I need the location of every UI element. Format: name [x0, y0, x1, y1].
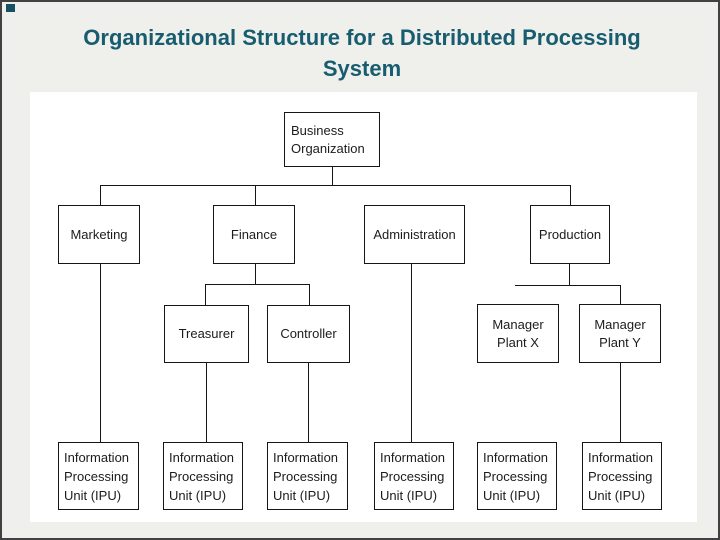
node-ipu-administration: Information Processing Unit (IPU) [374, 442, 454, 510]
connector-marketing-to-ipu [100, 264, 101, 442]
corner-accent-square [6, 4, 15, 12]
node-label: Information Processing Unit (IPU) [483, 449, 549, 503]
node-label: Information Processing Unit (IPU) [169, 449, 235, 503]
node-label: Information Processing Unit (IPU) [273, 449, 339, 503]
connector-finance-stub [255, 186, 256, 205]
node-label: Information Processing Unit (IPU) [588, 449, 654, 503]
connector-controller-stub [309, 285, 310, 305]
connector-finance-down [255, 264, 256, 284]
connector-manager-plant-y-stub [620, 286, 621, 304]
connector-level2-horizontal [100, 185, 571, 186]
connector-treasurer-to-ipu [206, 363, 207, 442]
connector-production-children-horizontal [515, 285, 621, 286]
node-label: Controller [280, 326, 337, 341]
connector-business-down [332, 167, 333, 185]
node-finance: Finance [213, 205, 295, 264]
connector-production-down [569, 264, 570, 285]
node-treasurer: Treasurer [164, 305, 249, 363]
connector-treasurer-stub [205, 285, 206, 305]
node-business-organization: Business Organization [284, 112, 380, 167]
slide-title: Organizational Structure for a Distribut… [83, 25, 641, 81]
node-label: Manager Plant X [492, 316, 544, 350]
node-administration: Administration [364, 205, 465, 264]
node-ipu-manager-plant-y: Information Processing Unit (IPU) [582, 442, 662, 510]
node-label: Treasurer [178, 326, 235, 341]
node-label: Administration [373, 226, 456, 242]
node-label: Production [538, 226, 602, 242]
node-ipu-treasurer: Information Processing Unit (IPU) [163, 442, 243, 510]
node-label: Manager Plant Y [594, 316, 646, 350]
connector-administration-to-ipu [411, 264, 412, 442]
node-manager-plant-y: Manager Plant Y [579, 304, 661, 363]
node-label: Finance [230, 226, 278, 242]
node-ipu-controller: Information Processing Unit (IPU) [267, 442, 348, 510]
node-marketing: Marketing [58, 205, 140, 264]
connector-manager-plant-y-to-ipu [620, 363, 621, 442]
node-label: Business Organization [291, 122, 365, 156]
node-production: Production [530, 205, 610, 264]
node-ipu-manager-plant-x: Information Processing Unit (IPU) [477, 442, 557, 510]
connector-production-stub [570, 186, 571, 205]
node-controller: Controller [267, 305, 350, 363]
connector-marketing-stub [100, 186, 101, 205]
node-label: Marketing [70, 226, 128, 242]
node-label: Information Processing Unit (IPU) [64, 449, 130, 503]
connector-finance-children-horizontal [205, 284, 310, 285]
node-label: Information Processing Unit (IPU) [380, 449, 446, 503]
node-ipu-marketing: Information Processing Unit (IPU) [58, 442, 139, 510]
connector-controller-to-ipu [308, 363, 309, 442]
node-manager-plant-x: Manager Plant X [477, 304, 559, 363]
